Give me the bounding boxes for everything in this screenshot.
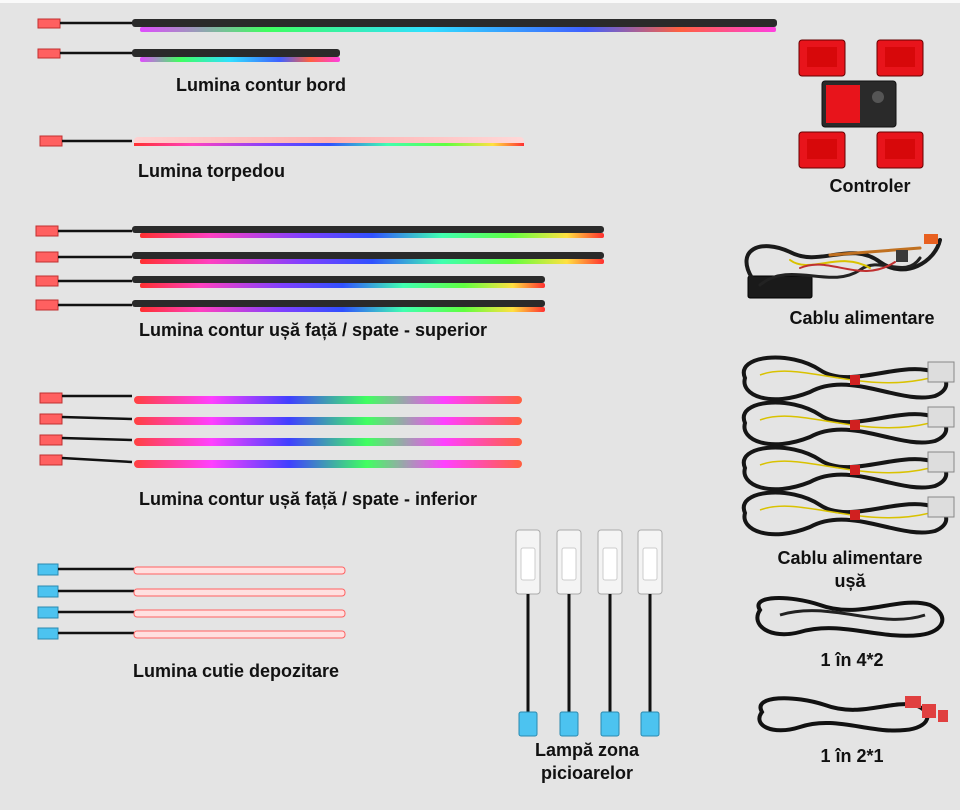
door-upper-strip-4 xyxy=(35,299,545,312)
storage-strip-2 xyxy=(37,585,346,598)
dashboard-strips xyxy=(37,18,777,62)
label-door-power-line2: ușă xyxy=(834,571,866,591)
label-door-lower: Lumina contur ușă față / spate - inferio… xyxy=(139,489,478,509)
door-lower-strip-3 xyxy=(39,434,522,446)
label-dashboard: Lumina contur bord xyxy=(176,75,346,95)
door-upper-strip-1 xyxy=(35,225,604,238)
door-cable-1 xyxy=(741,355,955,402)
door-cable-2 xyxy=(741,400,955,447)
label-door-power-line1: Cablu alimentare xyxy=(777,548,923,568)
footwell-lamp-1 xyxy=(515,529,541,737)
label-door-upper: Lumina contur ușă față / spate - superio… xyxy=(139,320,488,340)
storage-box-strips xyxy=(37,563,346,640)
controller-modules xyxy=(798,39,924,169)
door-lower-strip-2 xyxy=(39,413,522,425)
storage-strip-4 xyxy=(37,627,346,640)
label-splitter-4x2: 1 în 4*2 xyxy=(820,650,884,670)
footwell-lamp-2 xyxy=(556,529,582,737)
label-controller: Controler xyxy=(829,176,911,196)
label-splitter-2x1: 1 în 2*1 xyxy=(820,746,884,766)
door-lower-strips xyxy=(39,392,522,468)
label-glovebox: Lumina torpedou xyxy=(138,161,285,181)
power-cable-harness xyxy=(744,234,942,299)
top-edge xyxy=(0,0,960,3)
door-upper-strip-2 xyxy=(35,251,604,264)
glovebox-strip xyxy=(39,135,524,147)
storage-strip-1 xyxy=(37,563,346,576)
footwell-lamp-4 xyxy=(637,529,663,737)
door-upper-strip-3 xyxy=(35,275,545,288)
label-footwell-line2: picioarelor xyxy=(540,763,634,783)
door-power-cables xyxy=(741,355,955,537)
storage-strip-3 xyxy=(37,606,346,619)
footwell-lamp-3 xyxy=(597,529,623,737)
splitter-2x1-cable xyxy=(757,696,948,733)
door-upper-strips xyxy=(35,225,604,312)
dashboard-strip-short xyxy=(37,48,340,62)
door-lower-strip-1 xyxy=(39,392,522,404)
footwell-lamps xyxy=(515,529,663,737)
label-footwell-line1: Lampă zona xyxy=(534,740,640,760)
label-storage-box: Lumina cutie depozitare xyxy=(133,661,340,681)
dashboard-strip-long xyxy=(37,18,777,32)
door-cable-4 xyxy=(741,490,955,537)
label-power-cable: Cablu alimentare xyxy=(789,308,935,328)
splitter-4x2-cable xyxy=(755,596,945,638)
door-cable-3 xyxy=(741,445,955,492)
door-lower-strip-4 xyxy=(39,454,522,468)
